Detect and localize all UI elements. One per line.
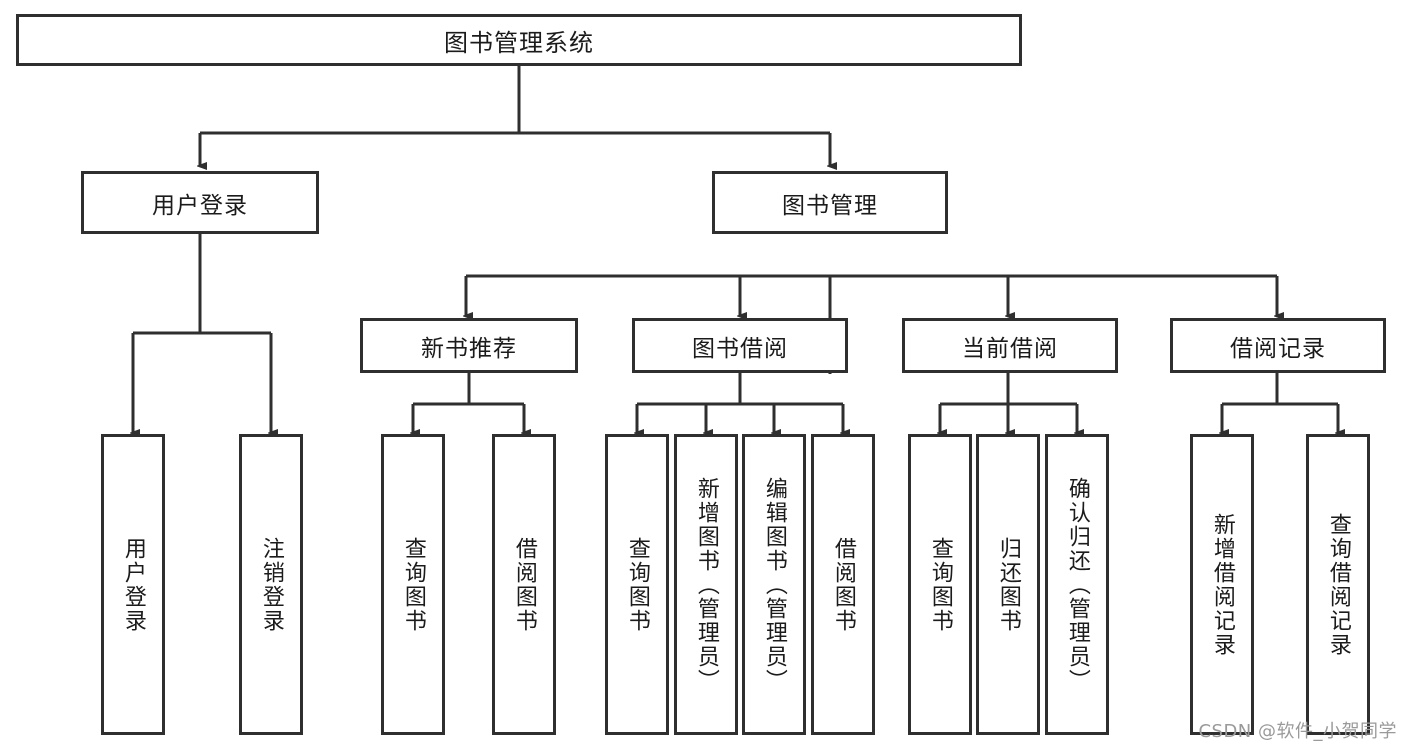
node-user-login[interactable]: 用户登录: [81, 171, 319, 234]
leaf-borrow-edit-book-label: 编辑图书（管理员）: [761, 476, 787, 693]
node-root[interactable]: 图书管理系统: [16, 14, 1022, 66]
node-current-borrow[interactable]: 当前借阅: [902, 318, 1118, 373]
node-root-label: 图书管理系统: [444, 28, 594, 57]
leaf-borrow-borrow-book-label: 借阅图书: [830, 536, 856, 633]
leaf-borrow-borrow-book[interactable]: 借阅图书: [811, 434, 875, 735]
node-book-borrow[interactable]: 图书借阅: [632, 318, 848, 373]
node-current-borrow-label: 当前借阅: [962, 335, 1058, 362]
leaf-user-login[interactable]: 用户登录: [101, 434, 165, 735]
leaf-current-query-book-label: 查询图书: [927, 536, 953, 633]
leaf-logout[interactable]: 注销登录: [239, 434, 303, 735]
leaf-new-books-query-book-label: 查询图书: [400, 536, 426, 633]
node-user-login-label: 用户登录: [152, 192, 248, 219]
leaf-user-login-label: 用户登录: [120, 536, 146, 633]
watermark: CSDN @软件_小贺同学: [1198, 721, 1397, 742]
node-new-book-recommend[interactable]: 新书推荐: [360, 318, 578, 373]
node-book-management-label: 图书管理: [782, 192, 878, 219]
leaf-current-confirm-return-label: 确认归还（管理员）: [1064, 476, 1090, 693]
node-book-management[interactable]: 图书管理: [712, 171, 948, 234]
leaf-borrow-edit-book[interactable]: 编辑图书（管理员）: [742, 434, 806, 735]
leaf-records-query-record-label: 查询借阅记录: [1325, 512, 1351, 657]
leaf-current-confirm-return[interactable]: 确认归还（管理员）: [1045, 434, 1109, 735]
leaf-borrow-query-book[interactable]: 查询图书: [605, 434, 669, 735]
node-borrow-records-label: 借阅记录: [1230, 335, 1326, 362]
leaf-new-books-borrow-book-label: 借阅图书: [511, 536, 537, 633]
leaf-borrow-add-book-label: 新增图书（管理员）: [693, 476, 719, 693]
leaf-logout-label: 注销登录: [258, 536, 284, 633]
leaf-borrow-add-book[interactable]: 新增图书（管理员）: [674, 434, 738, 735]
leaf-current-return-book[interactable]: 归还图书: [976, 434, 1040, 735]
leaf-records-query-record[interactable]: 查询借阅记录: [1306, 434, 1370, 735]
leaf-current-return-book-label: 归还图书: [995, 536, 1021, 633]
leaf-borrow-query-book-label: 查询图书: [624, 536, 650, 633]
leaf-new-books-borrow-book[interactable]: 借阅图书: [492, 434, 556, 735]
leaf-current-query-book[interactable]: 查询图书: [908, 434, 972, 735]
leaf-new-books-query-book[interactable]: 查询图书: [381, 434, 445, 735]
leaf-records-add-record-label: 新增借阅记录: [1209, 512, 1235, 657]
node-new-book-recommend-label: 新书推荐: [421, 335, 517, 362]
leaf-records-add-record[interactable]: 新增借阅记录: [1190, 434, 1254, 735]
node-borrow-records[interactable]: 借阅记录: [1170, 318, 1386, 373]
node-book-borrow-label: 图书借阅: [692, 335, 788, 362]
